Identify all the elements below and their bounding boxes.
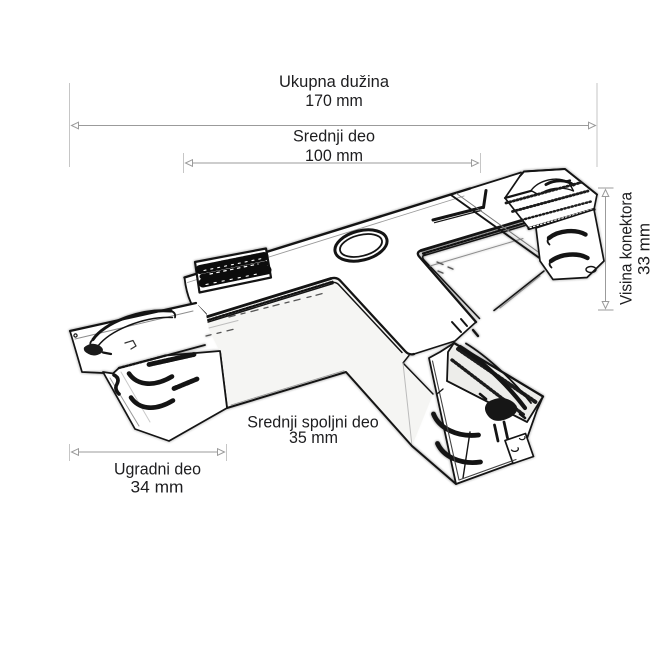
svg-text:Ugradni deo: Ugradni deo <box>114 460 201 479</box>
svg-text:Srednji spoljni deo: Srednji spoljni deo <box>247 412 379 431</box>
svg-text:35 mm: 35 mm <box>289 428 338 447</box>
svg-text:33 mm: 33 mm <box>635 223 654 275</box>
svg-text:100 mm: 100 mm <box>305 146 363 165</box>
svg-text:Srednji deo: Srednji deo <box>293 126 375 145</box>
svg-text:170 mm: 170 mm <box>305 91 363 110</box>
svg-text:Ukupna dužina: Ukupna dužina <box>279 72 390 91</box>
svg-text:Visina konektora: Visina konektora <box>617 192 636 305</box>
svg-text:34 mm: 34 mm <box>131 478 184 497</box>
